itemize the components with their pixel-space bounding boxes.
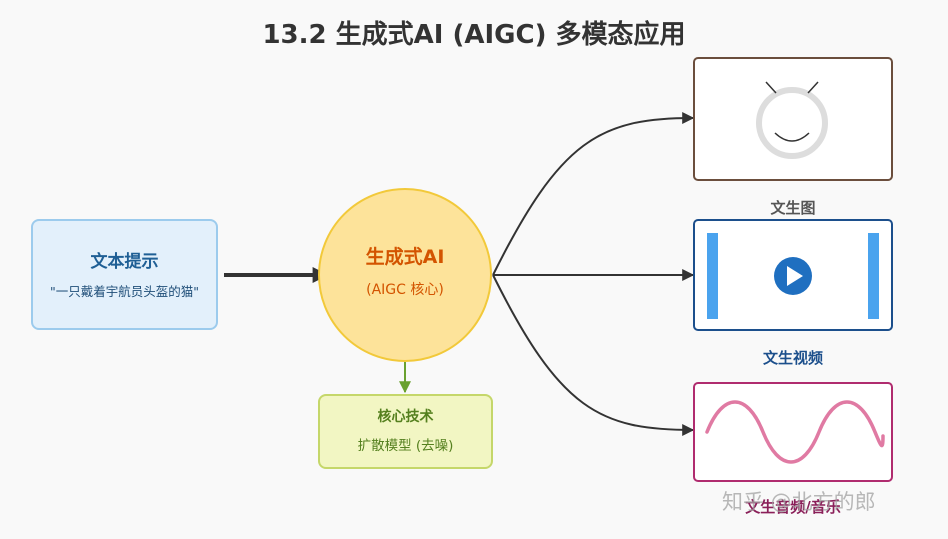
tech-text: 扩散模型 (去噪): [357, 438, 454, 454]
core-subtitle: (AIGC 核心): [366, 282, 444, 298]
image-output-card: [693, 57, 893, 181]
play-button-icon: [774, 257, 812, 295]
text-prompt-box: 文本提示 "一只戴着宇航员头盔的猫": [31, 219, 218, 330]
image-output-label: 文生图: [770, 199, 816, 217]
core-to-audio-arrow: [492, 274, 695, 436]
sine-wave-icon: [705, 400, 885, 464]
tech-title: 核心技术: [377, 409, 434, 425]
core-to-image-arrow: [492, 112, 695, 276]
video-frame-graphic: [707, 233, 879, 319]
watermark: 知乎 @北方的郎: [722, 490, 876, 514]
prompt-title: 文本提示: [90, 252, 159, 272]
core-title: 生成式AI: [365, 246, 445, 268]
video-output-card: [693, 219, 893, 331]
generative-ai-core-node: 生成式AI (AIGC 核心): [318, 188, 492, 362]
audio-output-label: 文生音频/音乐: [745, 498, 841, 516]
smiling-cat-face-icon: [756, 81, 828, 159]
core-technology-box: 核心技术 扩散模型 (去噪): [318, 394, 493, 469]
audio-output-card: [693, 382, 893, 482]
page-title: 13.2 生成式AI (AIGC) 多模态应用: [262, 20, 686, 50]
video-output-label: 文生视频: [762, 349, 823, 367]
prompt-text: "一只戴着宇航员头盔的猫": [50, 284, 199, 299]
